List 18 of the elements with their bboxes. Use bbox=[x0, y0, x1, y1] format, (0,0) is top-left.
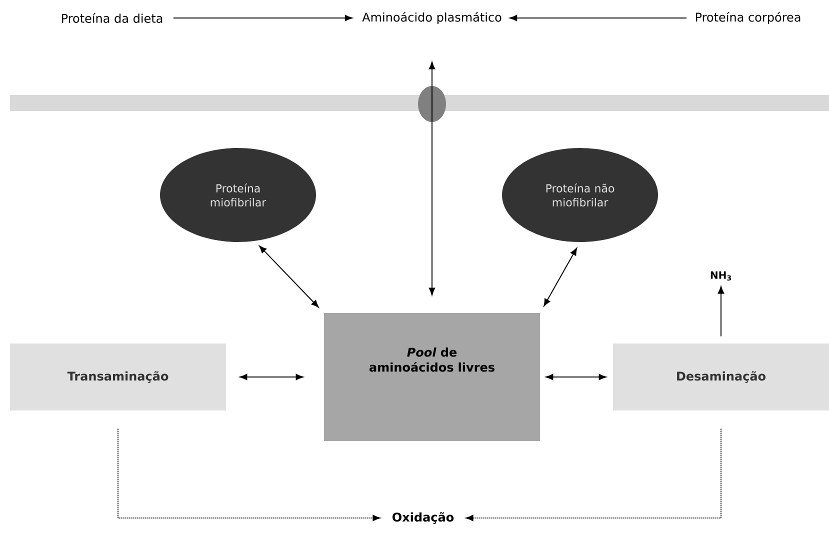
plain-text: Aminoácido plasmático bbox=[362, 12, 502, 24]
arrow bbox=[259, 246, 319, 308]
process-box: Desaminação bbox=[613, 344, 829, 410]
arrow bbox=[428, 62, 436, 296]
arrow bbox=[510, 14, 688, 22]
arrow bbox=[546, 374, 606, 380]
plain-text: Proteína da dieta bbox=[62, 13, 162, 23]
arrow bbox=[240, 374, 304, 380]
arrow bbox=[117, 428, 380, 522]
plain-text: Proteína corpórea bbox=[696, 12, 800, 24]
arrow bbox=[172, 14, 352, 22]
oxidation-label: Oxidação bbox=[392, 512, 454, 524]
arrow bbox=[718, 286, 724, 337]
formula-label: NH$_{3}$ bbox=[710, 271, 731, 281]
process-box: Transaminação bbox=[10, 344, 226, 410]
pool-box: Pool de aminoácidos livres bbox=[324, 313, 540, 441]
arrow bbox=[544, 248, 578, 306]
arrow bbox=[466, 428, 722, 522]
